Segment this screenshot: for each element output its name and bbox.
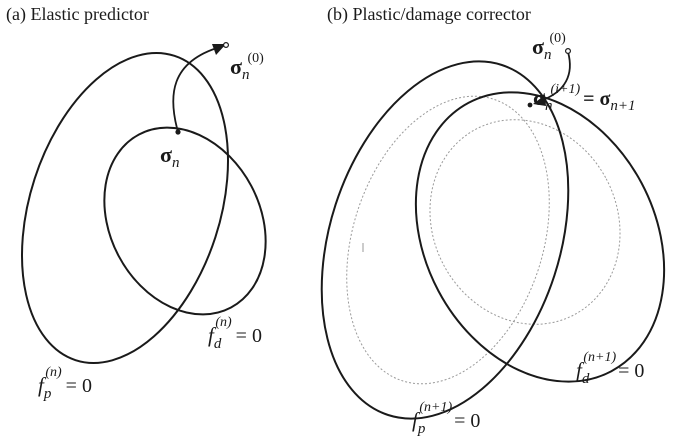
panel-b-fd-label: fd(n+1)= 0: [576, 350, 644, 387]
panel-b-sigma-trial-label: σn(0): [532, 31, 566, 63]
panel-a-trial-path: [172, 46, 221, 133]
panel-b-arrowhead: [533, 95, 546, 106]
panel-b-sigma-update-label: σn(i+1)= σn+1: [533, 82, 636, 114]
panel-a-damage-surface: [103, 126, 267, 316]
panel-b-updated-point: [527, 102, 533, 108]
panel-a-fp-label: fp(n)= 0: [38, 365, 92, 402]
panel-b-trial-point: [564, 47, 571, 54]
panel-b-previous-damage-surface: [429, 119, 621, 325]
panel-b-return-path: [539, 51, 571, 102]
panel-a-plastic-surface: [21, 52, 229, 364]
panel-a-arrowhead: [212, 44, 226, 55]
panel-a-title: (a) Elastic predictor: [6, 4, 149, 25]
panel-b-plastic-surface: [320, 60, 570, 420]
panel-a-sigma-trial-label: σn(0): [230, 51, 264, 83]
panel-b-fp-label: fp(n+1)= 0: [412, 400, 480, 437]
panel-a-fd-label: fd(n)= 0: [208, 315, 262, 352]
panel-b-title: (b) Plastic/damage corrector: [327, 4, 531, 25]
panel-b-damage-surface: [414, 91, 666, 383]
panel-a-trial-point: [223, 41, 230, 48]
panel-a-sigma-n-label: σn: [160, 142, 179, 171]
panel-b-previous-plastic-surface: [346, 95, 550, 385]
panel-a-sigma-n-point: [175, 129, 181, 135]
